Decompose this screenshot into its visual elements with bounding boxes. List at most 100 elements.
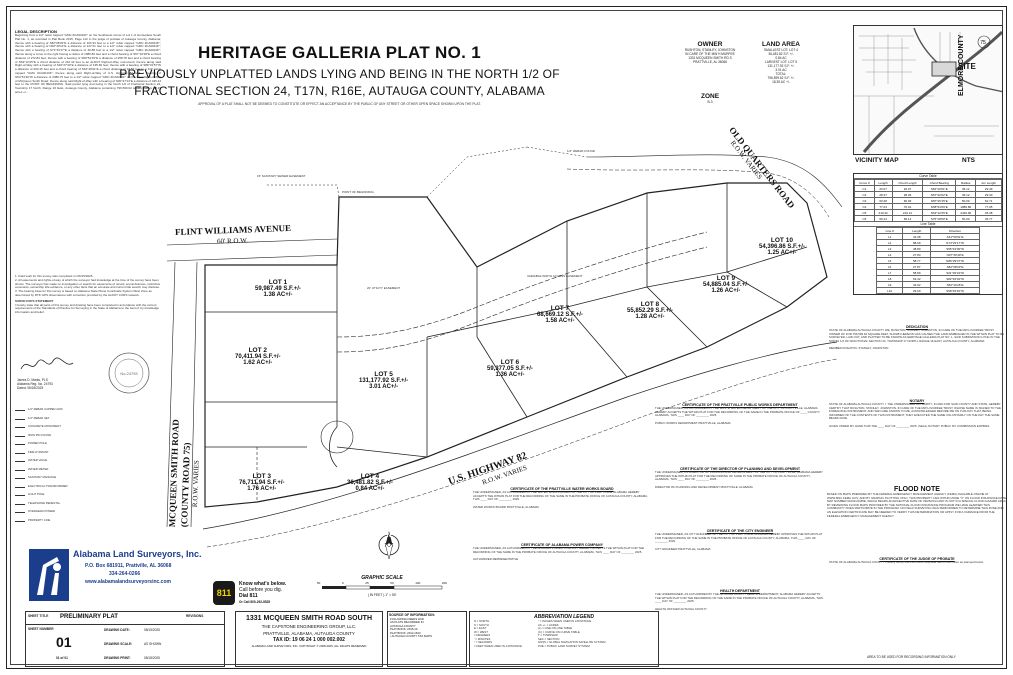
mcqueen-road-line [190,261,198,528]
zone-value: B-3 [707,100,713,104]
legend-row: FIRE HYDRANT [15,448,161,457]
scale-bar-graphic [322,585,443,590]
plat-sheet: LEGAL DESCRIPTION Beginning from a 1/2" … [6,6,1007,669]
us82-edge [202,341,838,530]
lot-line [476,336,528,418]
nts-label: NTS [962,157,975,164]
oldquarters-edge [586,154,843,208]
land-area-line: 3.01 AC [775,68,787,72]
revisions-label: REVISIONS [186,614,204,618]
signature-graphic [20,357,74,370]
flood-title: FLOOD NOTE [894,486,940,493]
legal-title: LEGAL DESCRIPTION [15,29,57,34]
surveyor-name: James D. Marks, PLS [17,378,48,382]
project-tax-id: TAX ID: 19 06 24 1 000 002.002 [273,637,345,643]
sheet-number-label: SHEET NUMBER [28,627,54,631]
us82-edge [206,358,838,548]
svg-text:20' UTILITY EASEMENT: 20' UTILITY EASEMENT [367,286,400,290]
company-logo-block: Alabama Land Surveyors, Inc. P.O. Box 68… [25,547,207,607]
lot-line [329,426,338,468]
plat-subtitle-2: FRACTIONAL SECTION 24, T17N, R16E, AUTAU… [134,84,545,98]
legend-row: OVERHEAD POWER [15,507,161,516]
project-address: 1331 MCQUEEN SMITH ROAD SOUTH [245,615,373,622]
adjoiner-line [267,184,340,198]
cert-body: I hereby state that all parts of this su… [15,302,159,315]
sheet-number: 01 [56,634,72,650]
mcqueen-row-label: R.O.W. VARIES [191,460,201,508]
vicinity-map-label: VICINITY MAP [855,157,899,164]
approval-note: APPROVAL OF A PLAT SHALL NOT BE DEEMED T… [198,102,481,106]
owner-line: IN CARE OF THE MW H MURFEE [685,52,735,56]
source-line: PLAT BOOK: 2015-10 [390,627,418,632]
plat-subtitle-1: PREVIOUSLY UNPLATTED LANDS LYING AND BEI… [119,67,560,81]
legend-row: 1/2" REBAR CAPPED GMC [15,405,161,414]
company-website[interactable]: www.alabamalandsurveyorsinc.com [85,579,171,585]
flood-body: BASED ON MAPS PREPARED BY THE FEDERAL EM… [827,492,1007,518]
property-boundary [204,182,828,508]
site-label: SITE [958,62,976,71]
legend-row: ELECTRICAL TRANSFORMER [15,482,161,491]
legend-row: TELEPHONE PEDESTAL [15,499,161,508]
call-811-block: 811 Know what's below. Call before you d… [213,581,299,611]
cul-de-sac [320,420,354,454]
call-811-text: Know what's below. Call before you dig. … [239,581,287,604]
vicinity-map-graphic: 75 [854,27,1002,154]
svg-text:75: 75 [980,40,986,46]
project-copyright: ALABAMA LAND SURVEYORS, INC. COPYRIGHT ©… [251,644,367,648]
access-easement [336,246,708,353]
land-area-line: 131,177.92 S.F. +/- [767,64,795,68]
lot-line [566,306,628,378]
source-line: AS PLATS RECORDED IN [390,620,424,625]
svg-text:N: N [387,533,391,539]
flint-road-line [166,254,338,262]
source-line: PLAT BOOK: 2012-1643 [390,630,421,635]
svg-text:POINT OF BEGINNING: POINT OF BEGINNING [342,190,374,194]
legal-body: Beginning from a 1/2" rebar capped "GMC … [15,33,161,94]
land-area-line: TOTAL: [775,72,787,76]
drawing-date: 08/15/2025 [144,628,160,632]
flint-road-line [166,238,338,246]
symbol-legend: 1/2" REBAR CAPPED GMC 1/2" REBAR SET CON… [15,405,161,523]
survey-notes: 1. Field work for this survey was comple… [15,275,161,365]
flint-row-label: 60' R.O.W. [216,236,249,246]
cert-public-works: CERTIFICATE OF THE PRATTVILLE PUBLIC WOR… [655,403,821,425]
curve-table-title: Curve Table [854,174,1002,179]
legend-row: POWER POLE [15,439,161,448]
legend-row: 1/2" REBAR SET [15,414,161,423]
legend-row: IRON PIN FOUND [15,431,161,440]
company-name: Alabama Land Surveyors, Inc. [73,549,202,559]
access-easement [336,231,708,338]
drawing-scale-label: DRAWING SCALE: [104,642,133,646]
land-area-line: 18.39 AC +/- [772,80,790,84]
oldquarters-edge [566,168,830,218]
company-phone: 334-264-0266 [109,571,141,577]
owner-line: RUSHTON, STANLEY, JOHNSTON [684,48,736,52]
sheet-title-label: SHEET TITLE [28,614,49,618]
scale-title: GRAPHIC SCALE [361,575,403,581]
land-area-block: LAND AREA SMALLEST LOT: LOT 4 36,481.82 … [749,41,813,84]
land-area-line: 0.84 AC [775,56,787,60]
svg-text:No.24793: No.24793 [120,371,138,376]
owner-title: OWNER [697,41,723,48]
cert-planning: CERTIFICATE OF THE DIRECTOR OF PLANNING … [655,467,823,489]
drawing-date-label: DRAWING DATE: [104,628,130,632]
legend-row: SANITARY MANHOLE [15,473,161,482]
source-info: SOURCE OF INFORMATION: FOLLOWING DEEDS A… [387,611,467,667]
lot-line [726,246,808,273]
source-line: FOLLOWING DEEDS AND [390,617,424,621]
